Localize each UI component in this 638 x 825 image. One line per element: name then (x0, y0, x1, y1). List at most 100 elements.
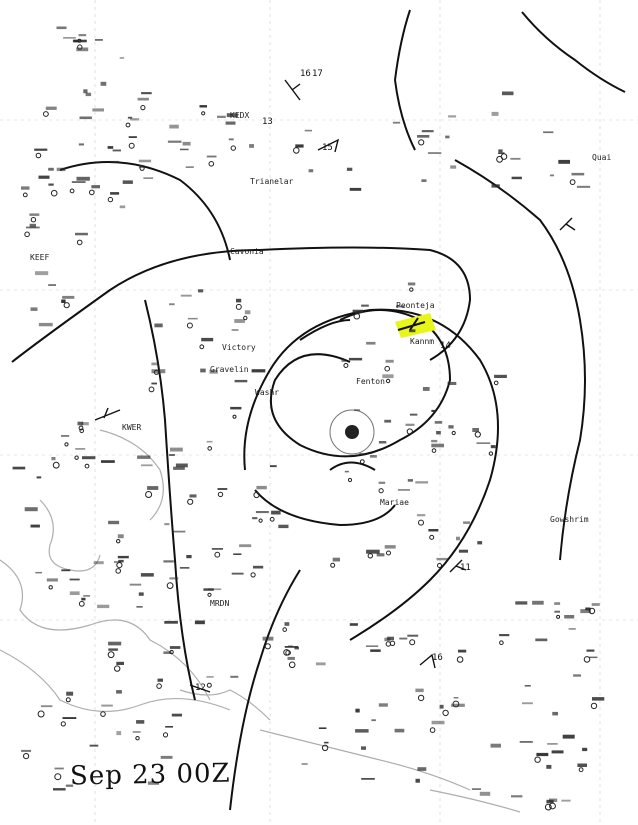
observation-mark (355, 708, 360, 713)
observation-mark (304, 129, 312, 132)
observation-mark (588, 656, 598, 659)
observation-mark (361, 778, 375, 780)
observation-mark (479, 791, 491, 796)
observation-mark (476, 442, 491, 444)
observation-mark (129, 583, 142, 586)
station-circle (107, 651, 115, 659)
ship-label: MRDN (210, 599, 229, 608)
observation-mark (100, 81, 107, 86)
observation-mark (12, 466, 26, 470)
observation-mark (552, 711, 558, 716)
observation-mark (30, 307, 38, 311)
station-circle (429, 534, 435, 540)
observation-mark (571, 172, 585, 176)
ship-label: KEEF (30, 253, 49, 262)
observation-mark (580, 609, 591, 614)
storm-center (329, 409, 375, 455)
isobar-label: 15 (322, 143, 333, 153)
observation-mark (61, 299, 66, 303)
observation-mark (34, 148, 48, 151)
station-circle (488, 451, 494, 456)
observation-mark (318, 727, 327, 729)
observation-mark (30, 524, 40, 528)
highlighted-ship (395, 313, 436, 338)
observation-mark (349, 187, 362, 191)
observation-mark (447, 381, 457, 385)
station-circle (389, 640, 396, 646)
observation-mark (122, 180, 133, 184)
station-circle (30, 217, 37, 223)
observation-mark (107, 146, 114, 149)
observation-mark (165, 726, 173, 728)
observation-mark (180, 148, 189, 151)
station-circle (107, 196, 114, 203)
observation-mark (278, 524, 289, 529)
observation-mark (354, 409, 361, 412)
observation-mark (78, 143, 84, 146)
observation-mark (187, 317, 198, 320)
observation-mark (85, 92, 92, 97)
observation-mark (154, 323, 163, 328)
observation-mark (141, 464, 153, 467)
station-circle (385, 641, 391, 647)
ship-label: Fenton (356, 377, 385, 386)
observation-mark (116, 690, 122, 694)
ship-label: Gowshrim (550, 515, 589, 524)
observation-mark (116, 731, 122, 736)
observation-mark (147, 781, 160, 785)
observation-mark (24, 507, 38, 512)
observation-mark (164, 620, 178, 624)
observation-mark (407, 282, 416, 286)
observation-mark (230, 406, 242, 410)
observation-mark (48, 183, 54, 186)
observation-mark (29, 213, 40, 216)
station-circle (429, 727, 436, 733)
observation-mark (456, 536, 460, 541)
observation-mark (206, 155, 217, 158)
observation-mark (251, 369, 266, 373)
observation-mark (234, 319, 245, 323)
station-circle (207, 446, 212, 451)
observation-mark (448, 425, 454, 429)
station-circle (456, 656, 464, 663)
observation-mark (194, 620, 205, 625)
observation-mark (315, 662, 326, 666)
observation-mark (255, 511, 269, 514)
station-circle (78, 600, 85, 607)
observation-mark (230, 675, 239, 678)
observation-mark (206, 676, 214, 678)
observation-mark (209, 369, 218, 374)
station-circle (206, 682, 212, 688)
station-circle (69, 188, 75, 194)
observation-mark (448, 115, 457, 118)
station-circle (162, 732, 169, 738)
observation-mark (384, 545, 396, 549)
station-circle (417, 694, 425, 702)
station-circle (115, 568, 121, 574)
observation-mark (38, 175, 50, 179)
observation-mark (185, 166, 194, 168)
station-circle (207, 592, 212, 597)
observation-mark (549, 798, 558, 802)
observation-mark (558, 159, 570, 164)
observation-mark (592, 697, 605, 701)
observation-mark (421, 179, 427, 182)
observation-mark (206, 440, 213, 443)
observation-mark (72, 39, 87, 43)
station-circle (199, 344, 205, 350)
ship-label: Kannm (410, 337, 434, 346)
station-circle (100, 711, 106, 717)
observation-mark (355, 729, 369, 733)
observation-mark (361, 304, 369, 307)
observation-mark (524, 685, 531, 687)
observation-mark (78, 34, 87, 37)
station-circle (367, 553, 373, 559)
station-circle (43, 111, 49, 117)
observation-mark (56, 26, 67, 30)
station-circle (208, 161, 215, 167)
station-circle (549, 802, 556, 810)
observation-mark (415, 778, 420, 783)
observation-mark (407, 634, 419, 637)
station-circle (187, 498, 194, 505)
